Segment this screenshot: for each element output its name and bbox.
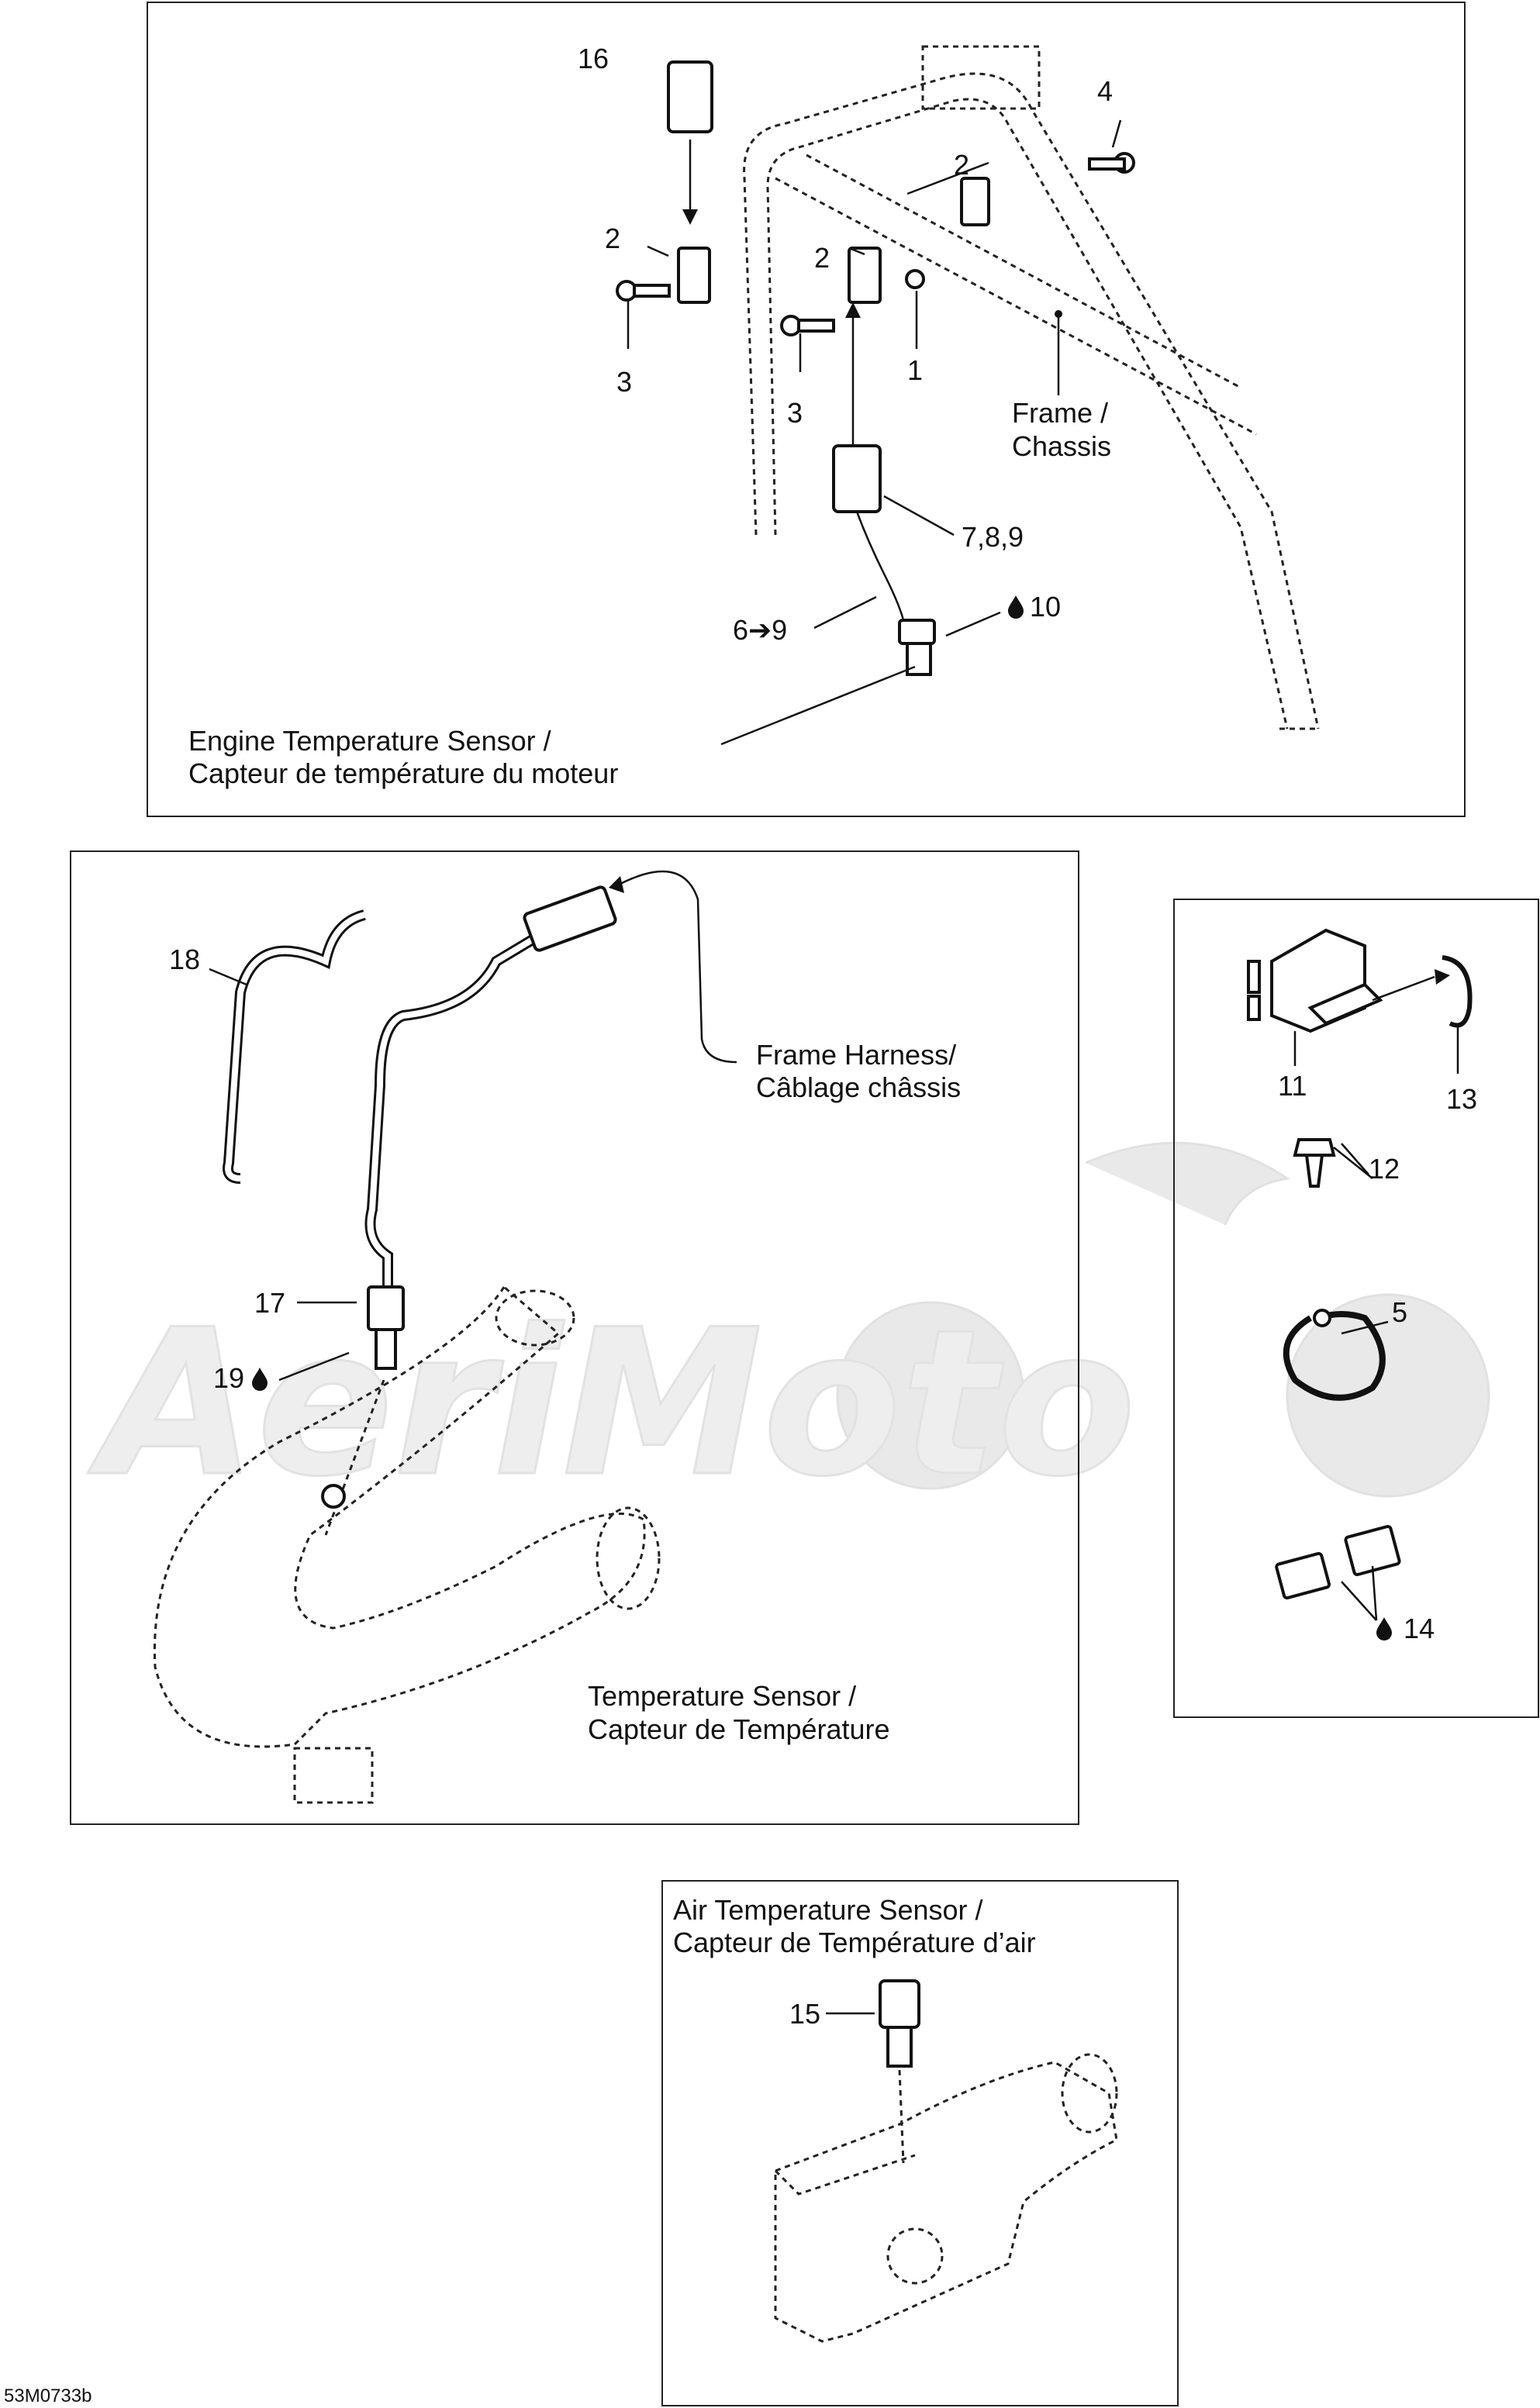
callout-11: 11: [1278, 1070, 1307, 1102]
grease-drop-icon: [1008, 595, 1024, 619]
airbox-drawing: [774, 2053, 1118, 2343]
watermark: AeriMoto: [84, 1141, 1490, 1523]
relay-11: [1247, 928, 1383, 1033]
sensor-cable-17: [364, 933, 538, 1287]
air-caption-line2: Capteur de Température d’air: [673, 1927, 1036, 1958]
harness-label-line1: Frame Harness/: [756, 1039, 956, 1071]
callout-16: 16: [578, 43, 609, 74]
frame-label-line2: Chassis: [1012, 430, 1111, 462]
bolt-4: [1088, 152, 1135, 174]
clip-2-left: [677, 247, 711, 304]
callout-17: 17: [254, 1287, 285, 1319]
cable-tie-5: [1283, 1311, 1386, 1401]
callout-12: 12: [1369, 1153, 1400, 1185]
grease-drop-icon: [1376, 1617, 1392, 1640]
callout-15: 15: [789, 1998, 820, 2030]
temperature-caption-line1: Temperature Sensor /: [588, 1680, 856, 1712]
temperature-sensor-panel: [70, 850, 1079, 1825]
callout-18: 18: [169, 944, 200, 975]
callout-3-left: 3: [616, 366, 632, 398]
engine-sensor-panel: [147, 2, 1466, 817]
callout-6-to-9: 6➔9: [733, 614, 787, 646]
air-caption-line1: Air Temperature Sensor /: [673, 1894, 983, 1926]
exhaust-pipe-drawing: [153, 1285, 661, 1804]
callout-2-middle: 2: [814, 242, 830, 274]
watermark-text: AeriMoto: [85, 1287, 1136, 1521]
callout-5: 5: [1392, 1296, 1407, 1328]
air-sensor-panel: [661, 1880, 1179, 2406]
engine-sensor-assembly: [832, 302, 936, 676]
callout-19: 19: [213, 1362, 244, 1394]
air-temperature-sensor-15: [879, 1979, 920, 2068]
clip-2-right: [960, 177, 990, 226]
frame-label-line1: Frame /: [1012, 397, 1108, 429]
relay-parts-panel: [1173, 899, 1539, 1718]
clip-13: [1442, 955, 1473, 1028]
callout-2-left: 2: [605, 223, 620, 254]
temperature-caption-line2: Capteur de Température: [588, 1713, 890, 1745]
callout-3-middle: 3: [787, 397, 803, 429]
drawing-code: 53M0733b: [4, 2386, 92, 2406]
washer-1: [905, 269, 925, 289]
callout-4: 4: [1097, 75, 1113, 107]
harness-connector: [523, 885, 617, 952]
temperature-sensor-17: [367, 1285, 405, 1370]
engine-caption-line1: Engine Temperature Sensor /: [188, 725, 551, 757]
engine-caption-line2: Capteur de température du moteur: [188, 757, 618, 789]
callout-10: 10: [1030, 591, 1061, 623]
bolt-3-middle: [780, 315, 835, 336]
harness-label-line2: Câblage châssis: [756, 1071, 961, 1103]
clip-2-middle: [848, 247, 882, 304]
callout-2-right: 2: [954, 149, 969, 181]
callout-1: 1: [907, 354, 923, 386]
connector-14: [1275, 1524, 1401, 1600]
callout-7-8-9: 7,8,9: [962, 521, 1024, 553]
screw-12: [1293, 1138, 1336, 1188]
frame-chassis-drawing: [743, 45, 1320, 730]
callout-13: 13: [1446, 1083, 1477, 1115]
connector-16: [667, 60, 713, 225]
nut: [321, 1484, 346, 1509]
callout-14: 14: [1404, 1613, 1435, 1644]
bolt-3-left: [616, 280, 671, 302]
